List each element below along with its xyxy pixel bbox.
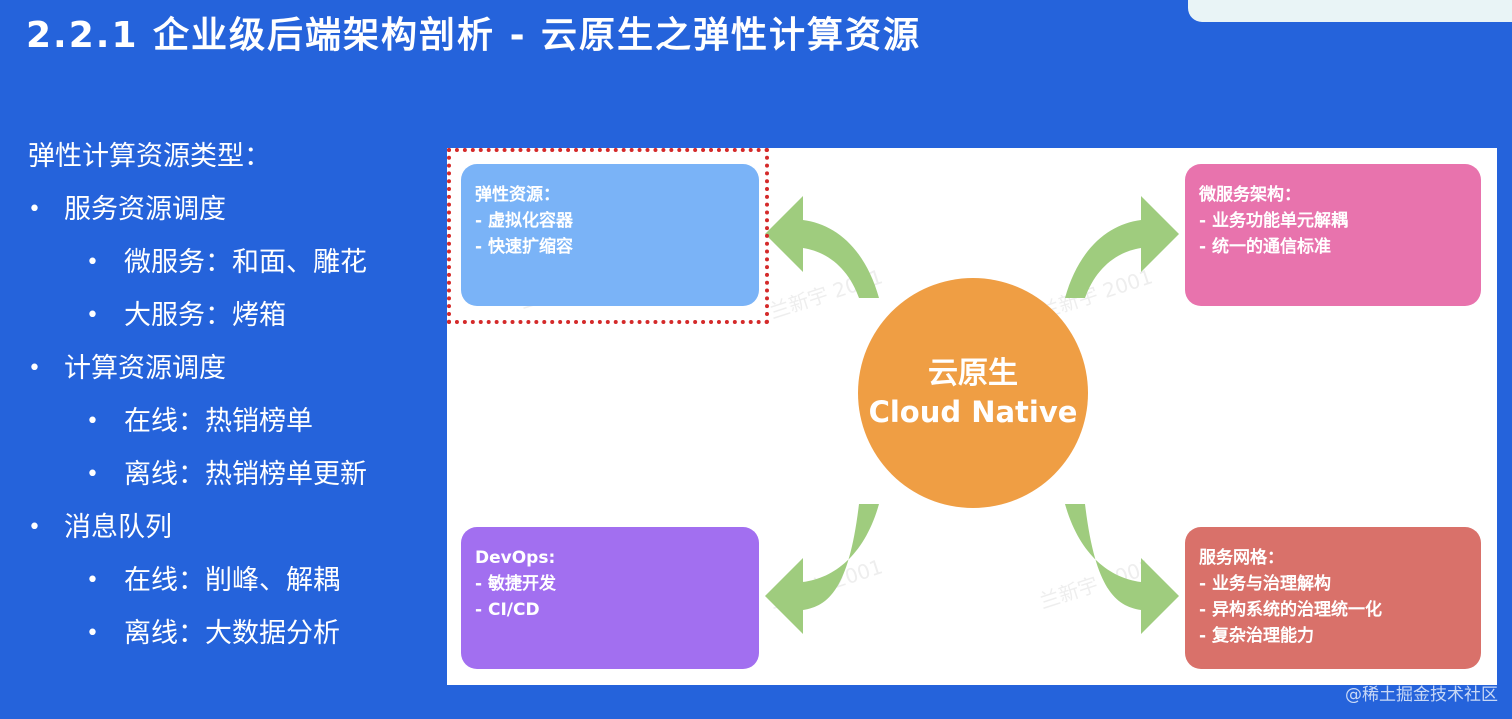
outline-subitem: • 在线：热销榜单 <box>28 395 313 448</box>
arrow-to-microservice-icon <box>1065 196 1179 298</box>
outline-item-text: 消息队列 <box>64 512 172 543</box>
service-mesh-box: 服务网格： - 业务与治理解构 - 异构系统的治理统一化 - 复杂治理能力 <box>1185 527 1481 669</box>
service-mesh-line: - 复杂治理能力 <box>1199 626 1314 646</box>
outline-list: 弹性计算资源类型： • 服务资源调度 • 微服务：和面、雕花 • 大服务：烤箱 … <box>28 130 367 660</box>
outline-item-text: 计算资源调度 <box>64 353 226 384</box>
bullet-icon: • <box>86 250 99 275</box>
devops-box: DevOps: - 敏捷开发 - CI/CD <box>461 527 759 669</box>
microservice-line: - 业务功能单元解耦 <box>1199 211 1348 231</box>
bullet-icon: • <box>86 303 99 328</box>
outline-subitem-text: 在线：热销榜单 <box>124 406 313 437</box>
top-right-tab <box>1188 0 1512 22</box>
arrow-to-service-mesh-icon <box>1065 504 1179 634</box>
outline-subitem: • 大服务：烤箱 <box>28 289 286 342</box>
elastic-resources-line: - 虚拟化容器 <box>475 211 573 231</box>
bullet-icon: • <box>86 409 99 434</box>
outline-subitem: • 微服务：和面、雕花 <box>28 236 367 289</box>
bullet-icon: • <box>86 621 99 646</box>
highlight-frame <box>447 148 769 324</box>
microservice-title: 微服务架构： <box>1199 185 1301 205</box>
arrow-to-elastic-icon <box>765 196 879 298</box>
cloud-native-circle: 云原生 Cloud Native <box>858 278 1088 508</box>
outline-item: • 消息队列 <box>28 501 271 554</box>
site-watermark: @稀土掘金技术社区 <box>1345 685 1498 705</box>
arrows-layer <box>765 196 1179 634</box>
service-mesh-line: - 异构系统的治理统一化 <box>1199 600 1382 620</box>
outline-item: • 计算资源调度 <box>28 342 271 395</box>
center-label-cn: 云原生 <box>928 356 1018 391</box>
devops-title: DevOps: <box>475 548 556 568</box>
outline-subitem-text: 在线：削峰、解耦 <box>124 565 340 596</box>
bullet-icon: • <box>28 356 41 381</box>
slide-title: 2.2.1 企业级后端架构剖析 - 云原生之弹性计算资源 <box>26 15 922 56</box>
outline-heading: 弹性计算资源类型： <box>28 141 271 172</box>
bullet-icon: • <box>28 197 41 222</box>
service-mesh-line: - 业务与治理解构 <box>1199 574 1331 594</box>
outline-item: • 服务资源调度 <box>28 183 271 236</box>
outline-subitem-text: 离线：大数据分析 <box>124 618 340 649</box>
microservice-box: 微服务架构： - 业务功能单元解耦 - 统一的通信标准 <box>1185 164 1481 306</box>
outline-subitem-text: 大服务：烤箱 <box>124 300 286 331</box>
outline-item-text: 服务资源调度 <box>64 194 226 225</box>
microservice-line: - 统一的通信标准 <box>1199 237 1331 257</box>
outline-subitem: • 离线：热销榜单更新 <box>28 448 367 501</box>
outline-subitem: • 离线：大数据分析 <box>28 607 340 660</box>
outline-subitem: • 在线：削峰、解耦 <box>28 554 340 607</box>
devops-line: - 敏捷开发 <box>475 574 556 594</box>
service-mesh-title: 服务网格： <box>1199 548 1284 568</box>
cloud-native-diagram: 兰新宇 2001 兰新宇 2001 兰新宇 2001 兰新宇 2001 兰新宇 … <box>447 148 1497 685</box>
arrow-to-devops-icon <box>765 504 879 634</box>
bullet-icon: • <box>86 568 99 593</box>
elastic-resources-title: 弹性资源： <box>475 185 560 205</box>
devops-line: - CI/CD <box>475 600 540 620</box>
bullet-icon: • <box>28 515 41 540</box>
outline-subitem-text: 微服务：和面、雕花 <box>124 247 367 278</box>
elastic-resources-box: 弹性资源： - 虚拟化容器 - 快速扩缩容 <box>461 164 759 306</box>
outline-subitem-text: 离线：热销榜单更新 <box>124 459 367 490</box>
bullet-icon: • <box>86 462 99 487</box>
center-label-en: Cloud Native <box>868 395 1078 429</box>
elastic-resources-line: - 快速扩缩容 <box>475 237 573 257</box>
